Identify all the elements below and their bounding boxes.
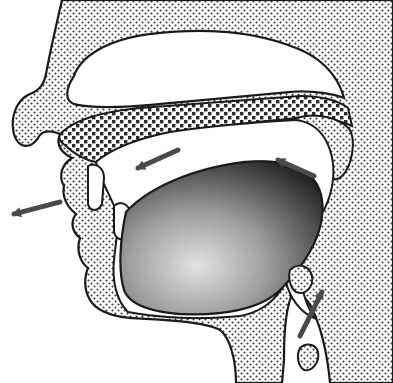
upper-incisor xyxy=(88,165,104,210)
vocal-folds xyxy=(298,345,318,371)
airflow-arrow-exit xyxy=(14,202,60,214)
epiglottis xyxy=(289,266,312,293)
